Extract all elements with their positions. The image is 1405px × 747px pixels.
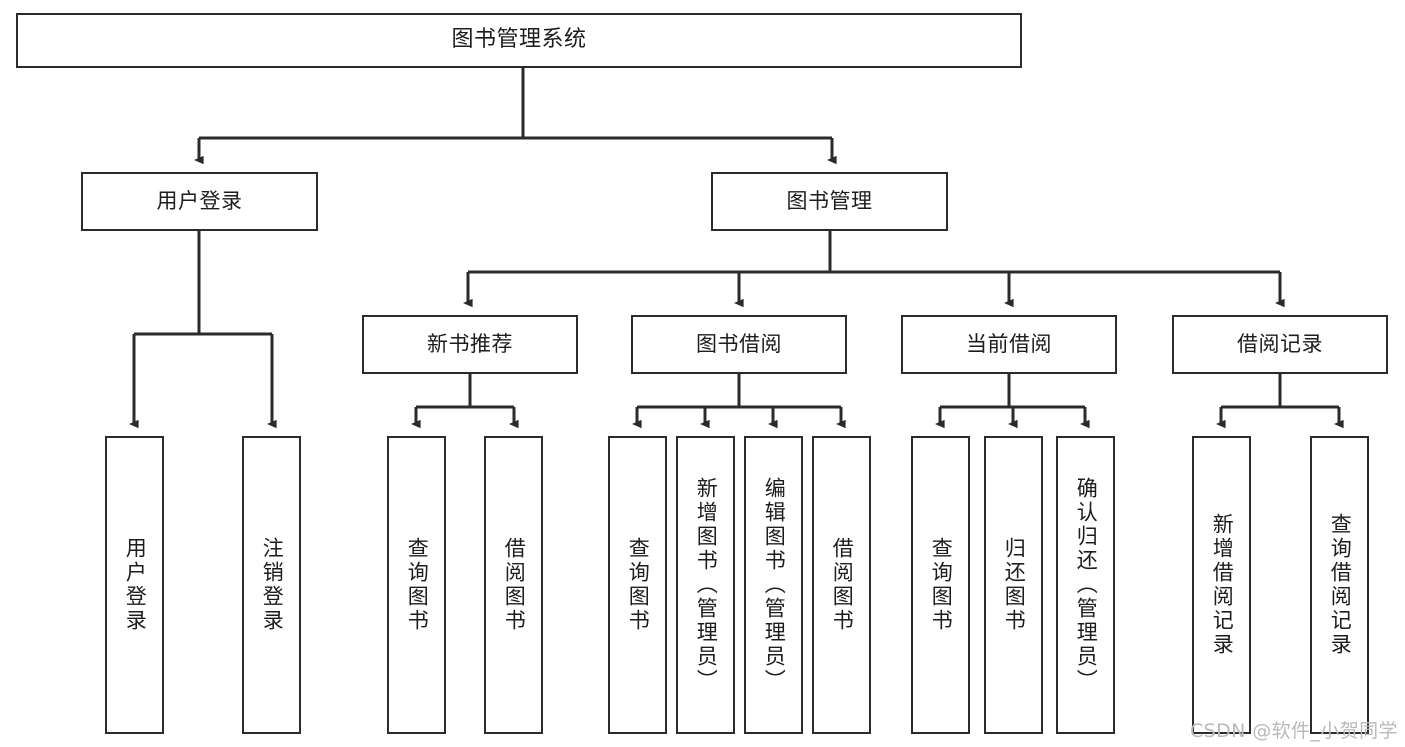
node-leaf-query-book-rec-label: 查询图书 — [405, 537, 430, 633]
node-new-book-rec[interactable]: 新书推荐 — [362, 315, 578, 374]
node-leaf-query-record-label: 查询借阅记录 — [1328, 513, 1353, 657]
node-new-book-rec-label: 新书推荐 — [427, 331, 513, 356]
node-leaf-borrow-book[interactable]: 借阅图书 — [812, 436, 871, 734]
node-leaf-borrow-book-label: 借阅图书 — [830, 537, 855, 633]
node-book-borrow[interactable]: 图书借阅 — [631, 315, 847, 374]
node-leaf-query-book-cur-label: 查询图书 — [929, 537, 954, 633]
node-leaf-borrow-book-rec-label: 借阅图书 — [502, 537, 527, 633]
node-user-login-label: 用户登录 — [156, 188, 243, 213]
node-leaf-query-book-borrow-label: 查询图书 — [626, 537, 651, 633]
node-leaf-return-book-label: 归还图书 — [1002, 537, 1027, 633]
node-leaf-edit-book[interactable]: 编辑图书（管理员） — [744, 436, 803, 734]
node-current-borrow[interactable]: 当前借阅 — [901, 315, 1117, 374]
node-leaf-user-logout[interactable]: 注销登录 — [242, 436, 301, 734]
node-leaf-query-book-rec[interactable]: 查询图书 — [387, 436, 446, 734]
node-leaf-add-record[interactable]: 新增借阅记录 — [1192, 436, 1251, 734]
node-leaf-query-book-borrow[interactable]: 查询图书 — [608, 436, 667, 734]
node-borrow-record[interactable]: 借阅记录 — [1172, 315, 1388, 374]
node-leaf-query-book-cur[interactable]: 查询图书 — [911, 436, 970, 734]
node-book-borrow-label: 图书借阅 — [696, 331, 782, 356]
node-leaf-add-record-label: 新增借阅记录 — [1210, 513, 1235, 657]
csdn-watermark: CSDN @软件_小贺同学 — [1190, 720, 1398, 742]
node-leaf-confirm-return[interactable]: 确认归还（管理员） — [1056, 436, 1115, 734]
node-user-login[interactable]: 用户登录 — [81, 172, 318, 231]
node-book-manage-label: 图书管理 — [786, 188, 873, 213]
node-book-manage[interactable]: 图书管理 — [711, 172, 948, 231]
node-leaf-confirm-return-label: 确认归还（管理员） — [1074, 477, 1099, 693]
node-leaf-add-book[interactable]: 新增图书（管理员） — [676, 436, 735, 734]
node-leaf-borrow-book-rec[interactable]: 借阅图书 — [484, 436, 543, 734]
node-leaf-edit-book-label: 编辑图书（管理员） — [762, 477, 787, 693]
node-leaf-query-record[interactable]: 查询借阅记录 — [1310, 436, 1369, 734]
node-borrow-record-label: 借阅记录 — [1237, 331, 1323, 356]
node-leaf-user-logout-label: 注销登录 — [260, 537, 285, 633]
node-current-borrow-label: 当前借阅 — [966, 331, 1052, 356]
node-leaf-return-book[interactable]: 归还图书 — [984, 436, 1043, 734]
node-root[interactable]: 图书管理系统 — [16, 13, 1022, 68]
node-leaf-user-login-label: 用户登录 — [123, 537, 148, 633]
node-leaf-user-login[interactable]: 用户登录 — [105, 436, 164, 734]
node-leaf-add-book-label: 新增图书（管理员） — [694, 477, 719, 693]
node-root-label: 图书管理系统 — [451, 27, 587, 53]
